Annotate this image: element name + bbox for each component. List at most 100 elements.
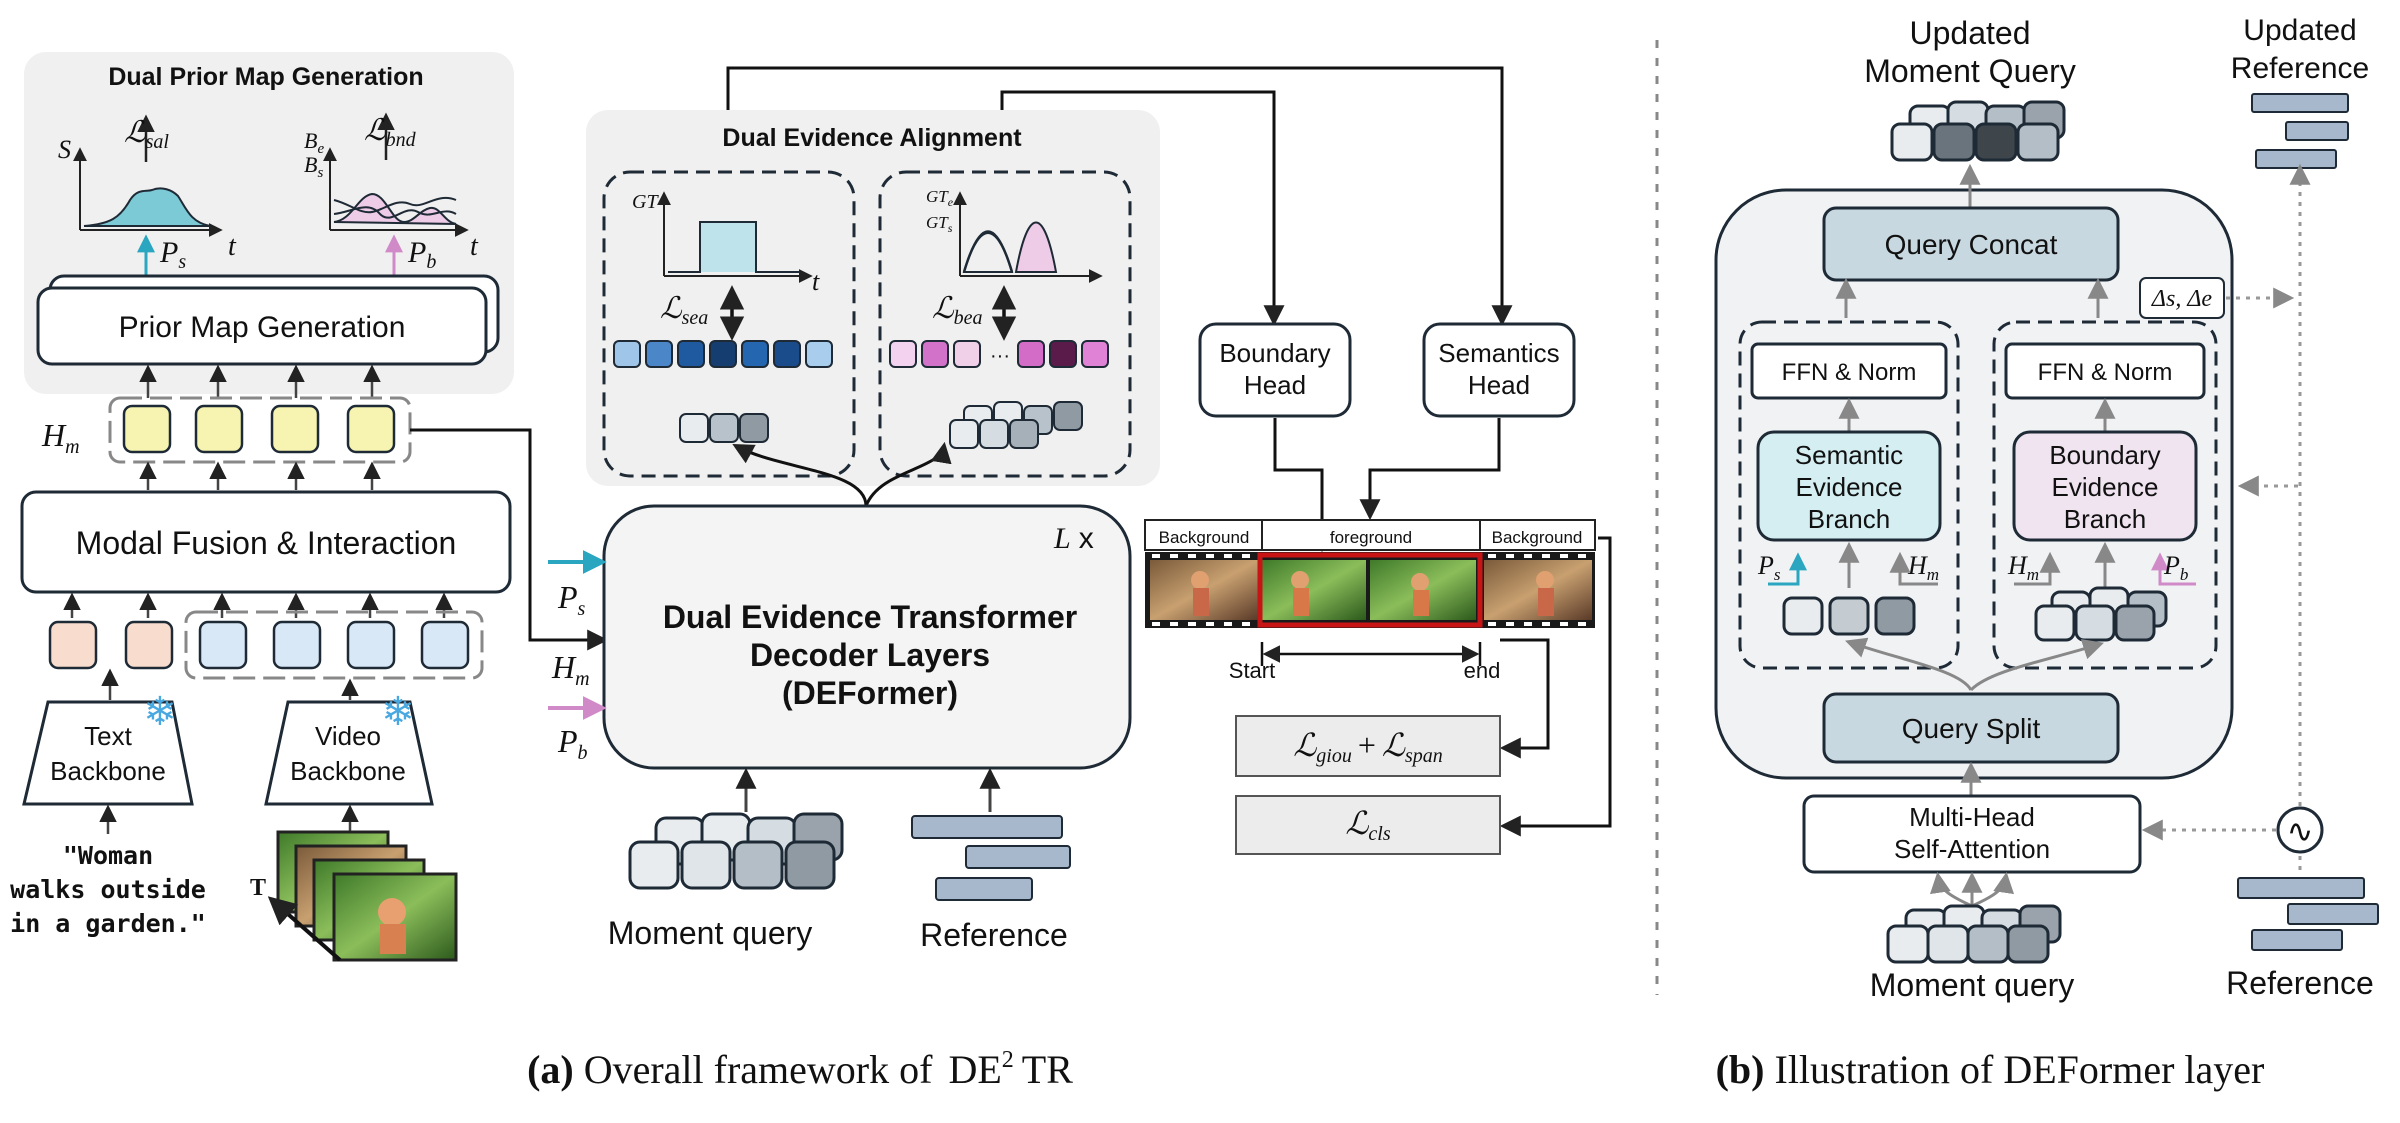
decoder-repeat-x: x bbox=[1079, 522, 1094, 555]
b-reference-bars bbox=[2237, 877, 2379, 951]
bea-query-tokens bbox=[949, 401, 1083, 449]
decoder-line3: (DEFormer) bbox=[782, 675, 958, 711]
dp-ps: P bbox=[159, 236, 178, 269]
dp-pb: P bbox=[407, 236, 426, 269]
mhsa-line1: Multi-Head bbox=[1909, 802, 2035, 832]
gt-s: GT bbox=[926, 213, 949, 232]
decoder-to-semantics-line bbox=[726, 66, 1513, 327]
reference-label: Reference bbox=[920, 917, 1068, 953]
saliency-plot: S t ℒsal bbox=[58, 114, 237, 262]
decoder-repeat: L bbox=[1053, 522, 1071, 555]
updated-reference-bars bbox=[2251, 93, 2349, 169]
svg-text:ℒsal: ℒsal bbox=[124, 116, 169, 153]
bnd-axis-t: t bbox=[470, 231, 479, 262]
hm-token bbox=[122, 404, 172, 454]
sal-axis-t: t bbox=[228, 231, 237, 262]
modal-fusion-label: Modal Fusion & Interaction bbox=[76, 525, 457, 561]
boundary-branch-line1: Boundary bbox=[2049, 440, 2160, 470]
film-end: end bbox=[1464, 658, 1501, 683]
svg-text:GTe: GTe bbox=[926, 187, 954, 209]
sal-loss-sub: sal bbox=[146, 131, 170, 153]
gt-s-sub: s bbox=[948, 221, 953, 235]
snowflake-icon: ❄ bbox=[143, 690, 177, 734]
bea-token-row bbox=[889, 340, 1109, 368]
semantics-head bbox=[1422, 322, 1576, 418]
delta-label: Δs, Δe bbox=[2151, 286, 2213, 312]
boundary-plot: Be Bs t ℒbnd bbox=[304, 112, 479, 262]
tokens-to-fusion-arrows bbox=[63, 592, 453, 618]
text-backbone bbox=[22, 700, 194, 806]
video-backbone bbox=[264, 700, 434, 806]
semantic-branch-line3: Branch bbox=[1808, 504, 1890, 534]
svg-text:GTs: GTs bbox=[926, 213, 953, 235]
loss-cls-sub: cls bbox=[1368, 823, 1390, 845]
text-backbone-line1: Text bbox=[84, 721, 132, 751]
b-hm-left-sub: m bbox=[1927, 565, 1939, 584]
decoder-line2: Decoder Layers bbox=[750, 637, 990, 673]
hm-token-group: Hm bbox=[41, 396, 412, 464]
boundary-head-to-film bbox=[1273, 418, 1333, 553]
svg-text:Pb: Pb bbox=[557, 723, 588, 764]
sea-query-tokens bbox=[679, 413, 769, 443]
caption-a-sup: 2 bbox=[1002, 1047, 1014, 1073]
svg-text:Be: Be bbox=[304, 128, 324, 157]
text-token bbox=[48, 620, 98, 670]
semantic-branch-box bbox=[1756, 430, 1942, 542]
modal-fusion-box bbox=[20, 490, 512, 594]
mhsa-line2: Self-Attention bbox=[1894, 834, 2050, 864]
semantic-branch-line1: Semantic bbox=[1795, 440, 1903, 470]
query-concat-box bbox=[1822, 206, 2120, 282]
loss-giou-span-box bbox=[1235, 715, 1501, 777]
bea-loss-sub: bea bbox=[954, 307, 983, 329]
dec-hm: H bbox=[551, 649, 577, 685]
b-hm-right: H bbox=[2007, 551, 2028, 580]
updated-ref-line1: Updated bbox=[2243, 14, 2356, 47]
svg-text:Lx: Lx bbox=[1053, 522, 1094, 555]
dual-prior-title: Dual Prior Map Generation bbox=[108, 63, 423, 91]
delta-box bbox=[2139, 277, 2225, 319]
bnd-axis-top-sub: e bbox=[317, 141, 324, 157]
film-to-cls-line bbox=[1499, 536, 1612, 837]
gt-label: GT bbox=[632, 191, 659, 213]
bnd-axis-bot: B bbox=[304, 152, 317, 177]
b-ps-sub: s bbox=[1774, 565, 1781, 584]
svg-text:ℒgiou+ℒspan: ℒgiou+ℒspan bbox=[1293, 727, 1443, 767]
video-token bbox=[198, 620, 248, 670]
semantic-branch-line2: Evidence bbox=[1796, 472, 1903, 502]
query-text-line3: in a garden." bbox=[10, 909, 206, 938]
query-text-line2: walks outside bbox=[10, 875, 206, 904]
film-to-giou-line bbox=[1499, 638, 1550, 759]
dec-pb: P bbox=[557, 723, 578, 759]
text-token bbox=[124, 620, 174, 670]
dec-ps: P bbox=[557, 579, 578, 615]
video-frames: T bbox=[250, 804, 458, 962]
boundary-head-line2: Head bbox=[1244, 370, 1306, 400]
sea-loss-sub: sea bbox=[682, 307, 709, 329]
gt-e: GT bbox=[926, 187, 949, 206]
semantic-branch-container bbox=[1738, 320, 1960, 670]
dp-ps-sub: s bbox=[178, 251, 186, 273]
positional-encoding-icon bbox=[2276, 806, 2324, 854]
caption-b-text: Illustration of DEFormer layer bbox=[1775, 1047, 2265, 1092]
svg-text:Pb: Pb bbox=[2163, 551, 2188, 584]
hm-label-sub: m bbox=[65, 436, 79, 458]
bea-ellipsis: ··· bbox=[990, 345, 1010, 367]
video-backbone-line2: Backbone bbox=[290, 756, 406, 786]
loss-giou-sub: giou bbox=[1316, 745, 1352, 767]
svg-text:ℒcls: ℒcls bbox=[1345, 805, 1390, 845]
hm-to-decoder-line bbox=[410, 428, 609, 651]
moment-query-label: Moment query bbox=[608, 915, 813, 951]
video-token bbox=[272, 620, 322, 670]
hm-token bbox=[194, 404, 244, 454]
decoder-to-bea-curve bbox=[864, 441, 952, 507]
semantics-head-line2: Head bbox=[1468, 370, 1530, 400]
decoder-line1: Dual Evidence Transformer bbox=[663, 599, 1077, 635]
boundary-branch-line3: Branch bbox=[2064, 504, 2146, 534]
updated-ref-line2: Reference bbox=[2231, 52, 2369, 85]
svg-text:Pb: Pb bbox=[407, 236, 436, 273]
film-strip: Background foreground Background Start e… bbox=[1144, 519, 1596, 683]
snowflake-icon: ❄ bbox=[381, 690, 415, 734]
b-pb: P bbox=[2163, 551, 2180, 580]
